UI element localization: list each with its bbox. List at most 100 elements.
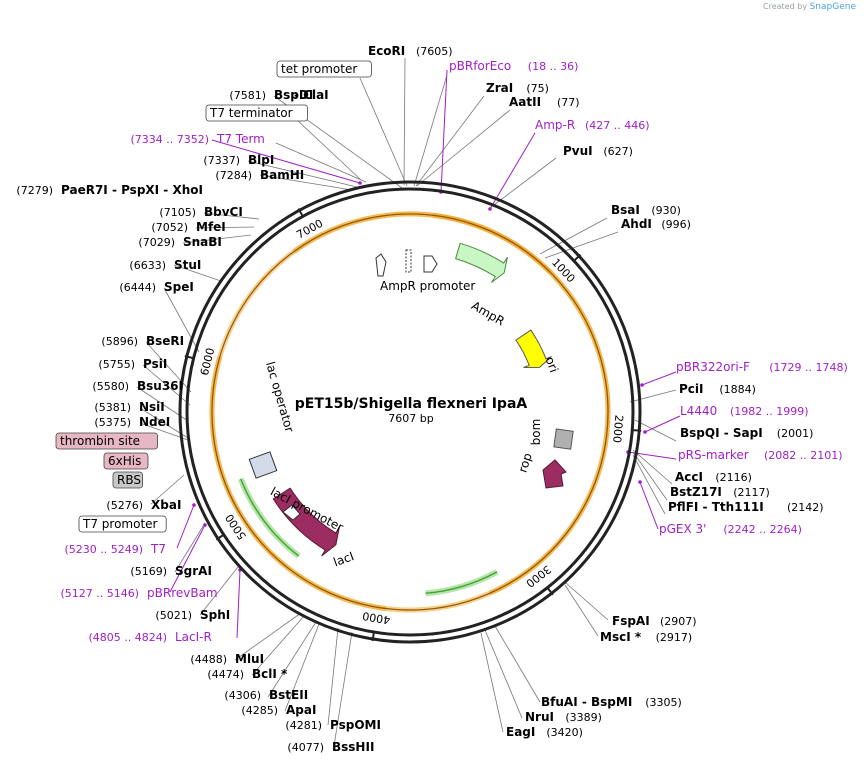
primer-leader-line bbox=[440, 69, 448, 193]
site-position: (2907) bbox=[660, 615, 697, 628]
primer-position: (4805 .. 4824) bbox=[88, 631, 167, 644]
site-name: BspDI bbox=[274, 88, 313, 102]
site-position: (2142) bbox=[787, 501, 824, 514]
site-mlui: (4488)MluI bbox=[190, 652, 264, 666]
site-position: (3420) bbox=[546, 726, 583, 739]
site-name: - ClaI bbox=[294, 88, 329, 102]
site-position: (7581) bbox=[229, 89, 266, 102]
primer-name: T7 Term bbox=[216, 132, 265, 146]
primer-mark bbox=[643, 430, 647, 434]
site-name: BamHI bbox=[260, 168, 304, 182]
site-name: ApaI bbox=[286, 703, 316, 717]
primer-position: (2242 .. 2264) bbox=[723, 523, 802, 536]
boxed-label-text: T7 promoter bbox=[82, 517, 158, 531]
boxed-label: T7 terminator bbox=[205, 104, 308, 122]
site-position: (2116) bbox=[715, 471, 752, 484]
site-name: BspQI - SapI bbox=[680, 426, 763, 440]
leader-line bbox=[634, 419, 677, 442]
site-position: (4474) bbox=[207, 668, 244, 681]
site-position: (7029) bbox=[138, 236, 175, 249]
operator-icon bbox=[405, 249, 412, 273]
leader-line bbox=[632, 449, 673, 485]
site-bspdi: (7581) BspDI bbox=[229, 88, 313, 102]
boxed-label-bg bbox=[276, 60, 372, 78]
tick-1000 bbox=[572, 254, 582, 263]
tick-label-2000: 2000 bbox=[610, 414, 625, 443]
leader-line bbox=[629, 389, 677, 403]
site-bsai: BsaI(930) bbox=[611, 203, 681, 217]
backbone-inner bbox=[185, 187, 635, 637]
backbone-outer bbox=[178, 180, 642, 644]
site-name: BclI * bbox=[252, 667, 288, 681]
leader-line bbox=[174, 522, 206, 573]
primer-leader-line bbox=[169, 524, 206, 593]
site-combo: (7279)PaeR7I - PspXI - XhoI bbox=[16, 183, 203, 197]
primer: (5127 .. 5146)pBRrevBam bbox=[60, 586, 217, 600]
site-pcii: PciI(1884) bbox=[679, 382, 756, 396]
site-name: BlpI bbox=[248, 153, 274, 167]
primer-position: (1729 .. 1748) bbox=[769, 361, 848, 374]
site-position: (5021) bbox=[155, 609, 192, 622]
boxed-label-bg bbox=[55, 432, 158, 450]
leader-line bbox=[327, 627, 339, 726]
site-name: BstZ17I bbox=[670, 485, 722, 499]
site-name: NsiI bbox=[139, 400, 165, 414]
site-name: FspAI bbox=[612, 614, 650, 628]
site-msci: MscI *(2917) bbox=[600, 630, 692, 644]
feature-label: AmpR bbox=[469, 299, 507, 329]
leader-line bbox=[632, 451, 668, 501]
leader-line bbox=[494, 625, 541, 703]
leader-line bbox=[142, 364, 191, 406]
credit-brand: SnapGene bbox=[809, 2, 856, 12]
site-name: BfuAI - BspMI bbox=[541, 695, 632, 709]
leader-line bbox=[416, 109, 511, 187]
site-psii: (5755)PsiI bbox=[98, 357, 167, 371]
site-apai: (4285)ApaI bbox=[241, 703, 316, 717]
site-position: (4281) bbox=[285, 719, 322, 732]
credit-prefix: Created by bbox=[763, 2, 808, 11]
primer-name: pBR322ori-F bbox=[676, 360, 750, 374]
site-sgrai: (5169)SgrAI bbox=[130, 564, 211, 578]
leader-line bbox=[247, 160, 358, 188]
site-position: (5580) bbox=[92, 380, 129, 393]
plasmid-name: pET15b/Shigella flexneri IpaA bbox=[295, 396, 528, 412]
backbone bbox=[178, 180, 642, 644]
site-name: BbvCI bbox=[204, 205, 243, 219]
boxed-label: tet promoter bbox=[276, 60, 372, 78]
site-position: (7284) bbox=[215, 169, 252, 182]
site-name: SphI bbox=[200, 608, 230, 622]
feature-label: lacI bbox=[331, 549, 355, 569]
site-acci: AccI(2116) bbox=[675, 470, 752, 484]
site-position: (7279) bbox=[16, 184, 53, 197]
site-position: (6633) bbox=[129, 259, 166, 272]
site-blpi: (7337)BlpI bbox=[203, 153, 274, 167]
site-name: BssHII bbox=[332, 740, 374, 754]
site-name: PvuI bbox=[563, 144, 593, 158]
site-position: (2117) bbox=[733, 486, 770, 499]
labels: pET15b/Shigella flexneri IpaA 7607 bp Am… bbox=[16, 44, 847, 754]
promoter-icon bbox=[423, 255, 438, 273]
boxed-label-bg bbox=[112, 471, 144, 489]
tick-4000 bbox=[371, 630, 376, 642]
site-name: BstEII bbox=[269, 688, 308, 702]
primer-position: (5127 .. 5146) bbox=[60, 587, 139, 600]
site-position: (930) bbox=[651, 204, 681, 217]
leader-line bbox=[564, 584, 599, 637]
site-ahdi: AhdI(996) bbox=[621, 217, 691, 231]
site-name: ZraI bbox=[486, 81, 513, 95]
site-nsii: (5381)NsiI bbox=[94, 400, 164, 414]
ori-arrow bbox=[515, 329, 552, 369]
leader-line bbox=[195, 226, 255, 229]
feature-label: ori bbox=[543, 355, 561, 374]
site-position: (7605) bbox=[416, 45, 453, 58]
primer-mark bbox=[358, 181, 362, 185]
leader-line bbox=[415, 95, 485, 187]
boxed-label: 6xHis bbox=[103, 452, 149, 470]
site-combo: PflFI - Tth111I(2142) bbox=[668, 500, 824, 514]
site-name: NdeI bbox=[139, 415, 170, 429]
leader-line bbox=[539, 217, 608, 255]
site-mfei: (7052)MfeI bbox=[151, 220, 225, 234]
boxed-label-text: thrombin site bbox=[60, 434, 140, 448]
boxed-label-text: 6xHis bbox=[108, 454, 141, 468]
